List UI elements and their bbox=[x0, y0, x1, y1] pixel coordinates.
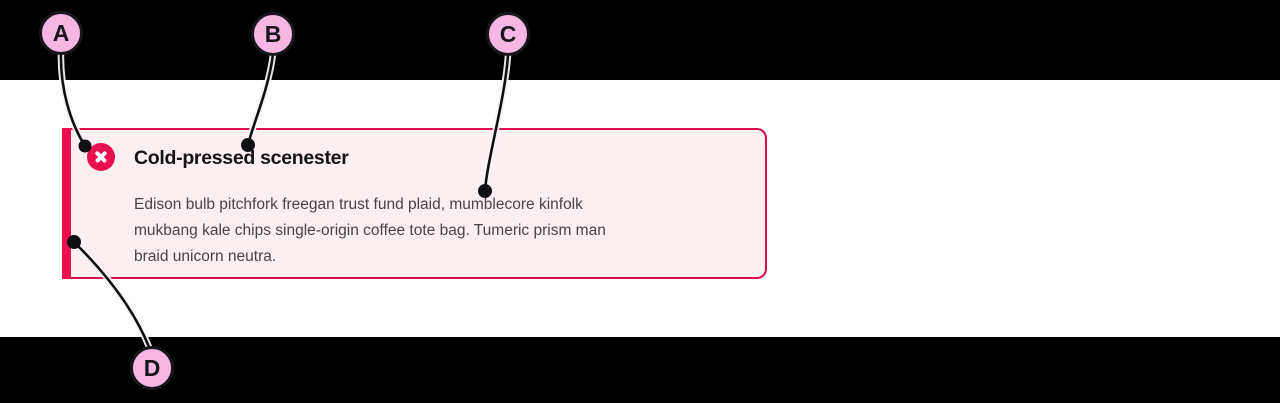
annotation-label-d: D bbox=[130, 346, 174, 390]
annotation-label-b: B bbox=[251, 12, 295, 56]
top-letterbox-bar bbox=[0, 0, 1280, 80]
alert-body-line: Edison bulb pitchfork freegan trust fund… bbox=[134, 196, 583, 213]
alert-accent-bar bbox=[62, 128, 71, 279]
alert-body: Edison bulb pitchfork freegan trust fund… bbox=[134, 192, 606, 270]
alert-title: Cold-pressed scenester bbox=[134, 147, 349, 169]
annotation-letter: D bbox=[143, 354, 161, 381]
alert-body-line: mukbang kale chips single-origin coffee … bbox=[134, 222, 606, 239]
bottom-letterbox-bar bbox=[0, 337, 1280, 403]
annotation-letter: B bbox=[264, 20, 282, 47]
alert-body-line: braid unicorn neutra. bbox=[134, 248, 277, 265]
x-circle-icon bbox=[87, 143, 115, 171]
annotation-letter: C bbox=[499, 20, 517, 47]
annotation-label-a: A bbox=[39, 11, 83, 55]
error-alert: Cold-pressed scenester Edison bulb pitch… bbox=[62, 128, 767, 279]
annotation-label-c: C bbox=[486, 12, 530, 56]
annotation-letter: A bbox=[52, 19, 70, 46]
